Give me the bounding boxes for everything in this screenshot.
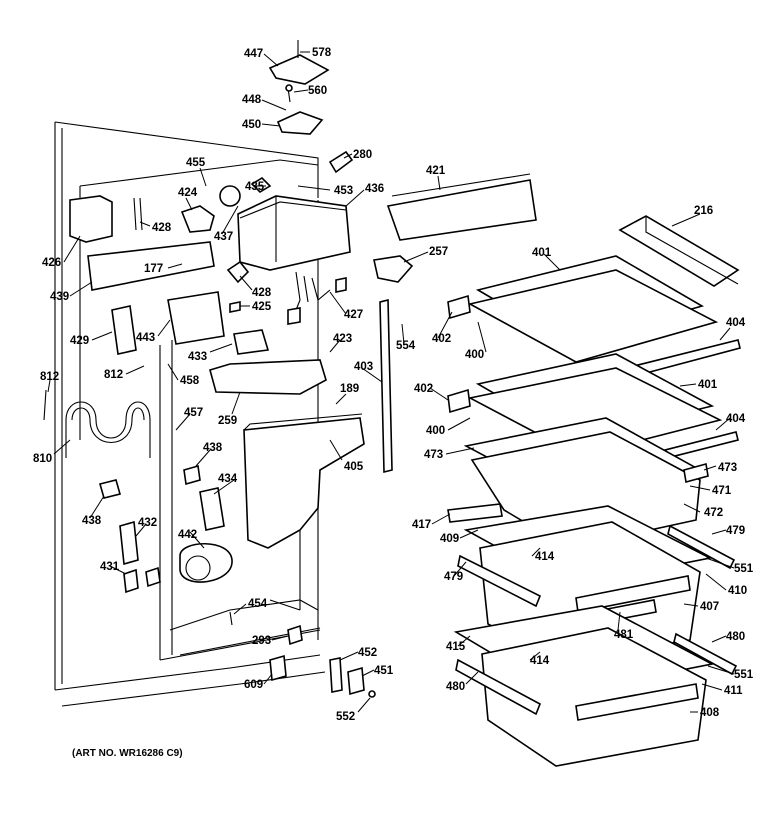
callout-609: 609 <box>244 679 263 691</box>
callout-443: 443 <box>136 332 155 344</box>
callout-473a: 473 <box>424 449 443 461</box>
callout-404a: 404 <box>726 317 746 329</box>
callout-407: 407 <box>700 601 719 613</box>
callout-437: 437 <box>214 231 233 243</box>
callout-454: 454 <box>248 598 268 610</box>
callout-417: 417 <box>412 519 431 531</box>
callout-451: 451 <box>374 665 394 677</box>
callout-293: 293 <box>252 635 271 647</box>
shelf-ladder <box>379 298 393 474</box>
evaporator-duct <box>219 176 351 271</box>
callout-481: 481 <box>614 629 634 641</box>
callout-450: 450 <box>242 119 261 131</box>
callout-447: 447 <box>244 48 263 60</box>
fan-cover-assembly <box>268 40 354 174</box>
callout-428a: 428 <box>152 222 172 234</box>
callout-554: 554 <box>396 340 416 352</box>
callout-259: 259 <box>218 415 237 427</box>
callout-439: 439 <box>50 291 69 303</box>
callout-436: 436 <box>365 183 384 195</box>
callout-402b: 402 <box>414 383 433 395</box>
callout-435: 435 <box>245 181 265 193</box>
callout-438a: 438 <box>203 442 223 454</box>
callout-401a: 401 <box>532 247 552 259</box>
callout-425: 425 <box>252 301 272 313</box>
callout-428b: 428 <box>252 287 272 299</box>
callout-189: 189 <box>340 383 359 395</box>
bottom-hardware <box>269 624 376 698</box>
callout-177: 177 <box>144 263 163 275</box>
callout-560: 560 <box>308 85 327 97</box>
callout-409: 409 <box>440 533 459 545</box>
callout-415: 415 <box>446 641 466 653</box>
callout-812a: 812 <box>40 371 59 383</box>
callout-551b: 551 <box>734 669 754 681</box>
callout-434: 434 <box>218 473 238 485</box>
callout-408: 408 <box>700 707 720 719</box>
callout-424: 424 <box>178 187 198 199</box>
callout-414a: 414 <box>535 551 555 563</box>
callout-400b: 400 <box>426 425 445 437</box>
art-number: (ART NO. WR16286 C9) <box>72 748 183 759</box>
callout-452: 452 <box>358 647 377 659</box>
callout-257: 257 <box>429 246 448 258</box>
callout-405: 405 <box>344 461 364 473</box>
callout-479a: 479 <box>726 525 745 537</box>
left-controls <box>69 195 327 395</box>
callout-427: 427 <box>344 309 363 321</box>
callout-216: 216 <box>694 205 713 217</box>
callout-labels: 447 578 448 560 450 280 455 435 453 436 … <box>33 47 754 723</box>
callout-448: 448 <box>242 94 262 106</box>
callout-471: 471 <box>712 485 732 497</box>
callout-455: 455 <box>186 157 206 169</box>
callout-432: 432 <box>138 517 157 529</box>
callout-473b: 473 <box>718 462 737 474</box>
callout-578: 578 <box>312 47 332 59</box>
callout-414b: 414 <box>530 655 550 667</box>
callout-431: 431 <box>100 561 120 573</box>
callout-400a: 400 <box>465 349 484 361</box>
callout-423: 423 <box>333 333 352 345</box>
callout-458: 458 <box>180 375 200 387</box>
callout-421: 421 <box>426 165 446 177</box>
callout-480b: 480 <box>446 681 465 693</box>
callout-433: 433 <box>188 351 207 363</box>
callout-810: 810 <box>33 453 52 465</box>
defrost-heater <box>43 389 151 458</box>
callout-472: 472 <box>704 507 723 519</box>
callout-411: 411 <box>724 685 743 697</box>
callout-453: 453 <box>334 185 353 197</box>
callout-438b: 438 <box>82 515 102 527</box>
callout-442: 442 <box>178 529 197 541</box>
leader-lines <box>47 51 735 713</box>
callout-426: 426 <box>42 257 61 269</box>
callout-401b: 401 <box>698 379 718 391</box>
callout-280: 280 <box>353 149 372 161</box>
callout-410: 410 <box>728 585 747 597</box>
callout-552: 552 <box>336 711 355 723</box>
callout-551a: 551 <box>734 563 754 575</box>
wiring-harness <box>287 271 347 325</box>
callout-480a: 480 <box>726 631 745 643</box>
callout-429: 429 <box>70 335 89 347</box>
callout-457: 457 <box>184 407 203 419</box>
callout-812b: 812 <box>104 369 123 381</box>
callout-402a: 402 <box>432 333 451 345</box>
callout-479b: 479 <box>444 571 463 583</box>
shelf-and-bin-stack <box>373 173 741 767</box>
callout-403: 403 <box>354 361 373 373</box>
air-duct <box>99 413 365 594</box>
callout-404b: 404 <box>726 413 746 425</box>
